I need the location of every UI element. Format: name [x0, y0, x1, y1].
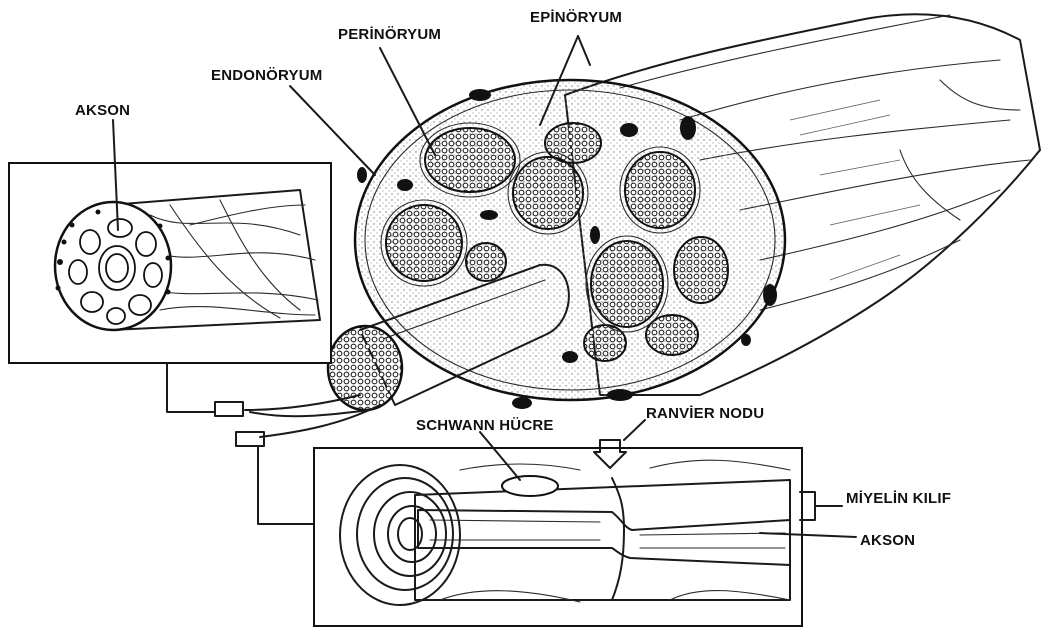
- connector-lines: [167, 363, 314, 524]
- label-perineurium: PERİNÖRYUM: [338, 26, 441, 43]
- label-schwann-cell: SCHWANN HÜCRE: [416, 417, 554, 434]
- myelin-bracket: [800, 492, 842, 520]
- label-axon-top: AKSON: [75, 102, 130, 119]
- nerve-cross-section: [355, 80, 785, 409]
- label-myelin-sheath: MİYELİN KILIF: [846, 490, 951, 507]
- label-node-of-ranvier: RANVİER NODU: [646, 405, 764, 422]
- label-endoneurium: ENDONÖRYUM: [211, 67, 322, 84]
- label-axon-bottom: AKSON: [860, 532, 915, 549]
- myelinated-axon-inset: [314, 440, 802, 626]
- axon-bundle-inset: [9, 163, 331, 363]
- label-epineurium: EPİNÖRYUM: [530, 9, 622, 26]
